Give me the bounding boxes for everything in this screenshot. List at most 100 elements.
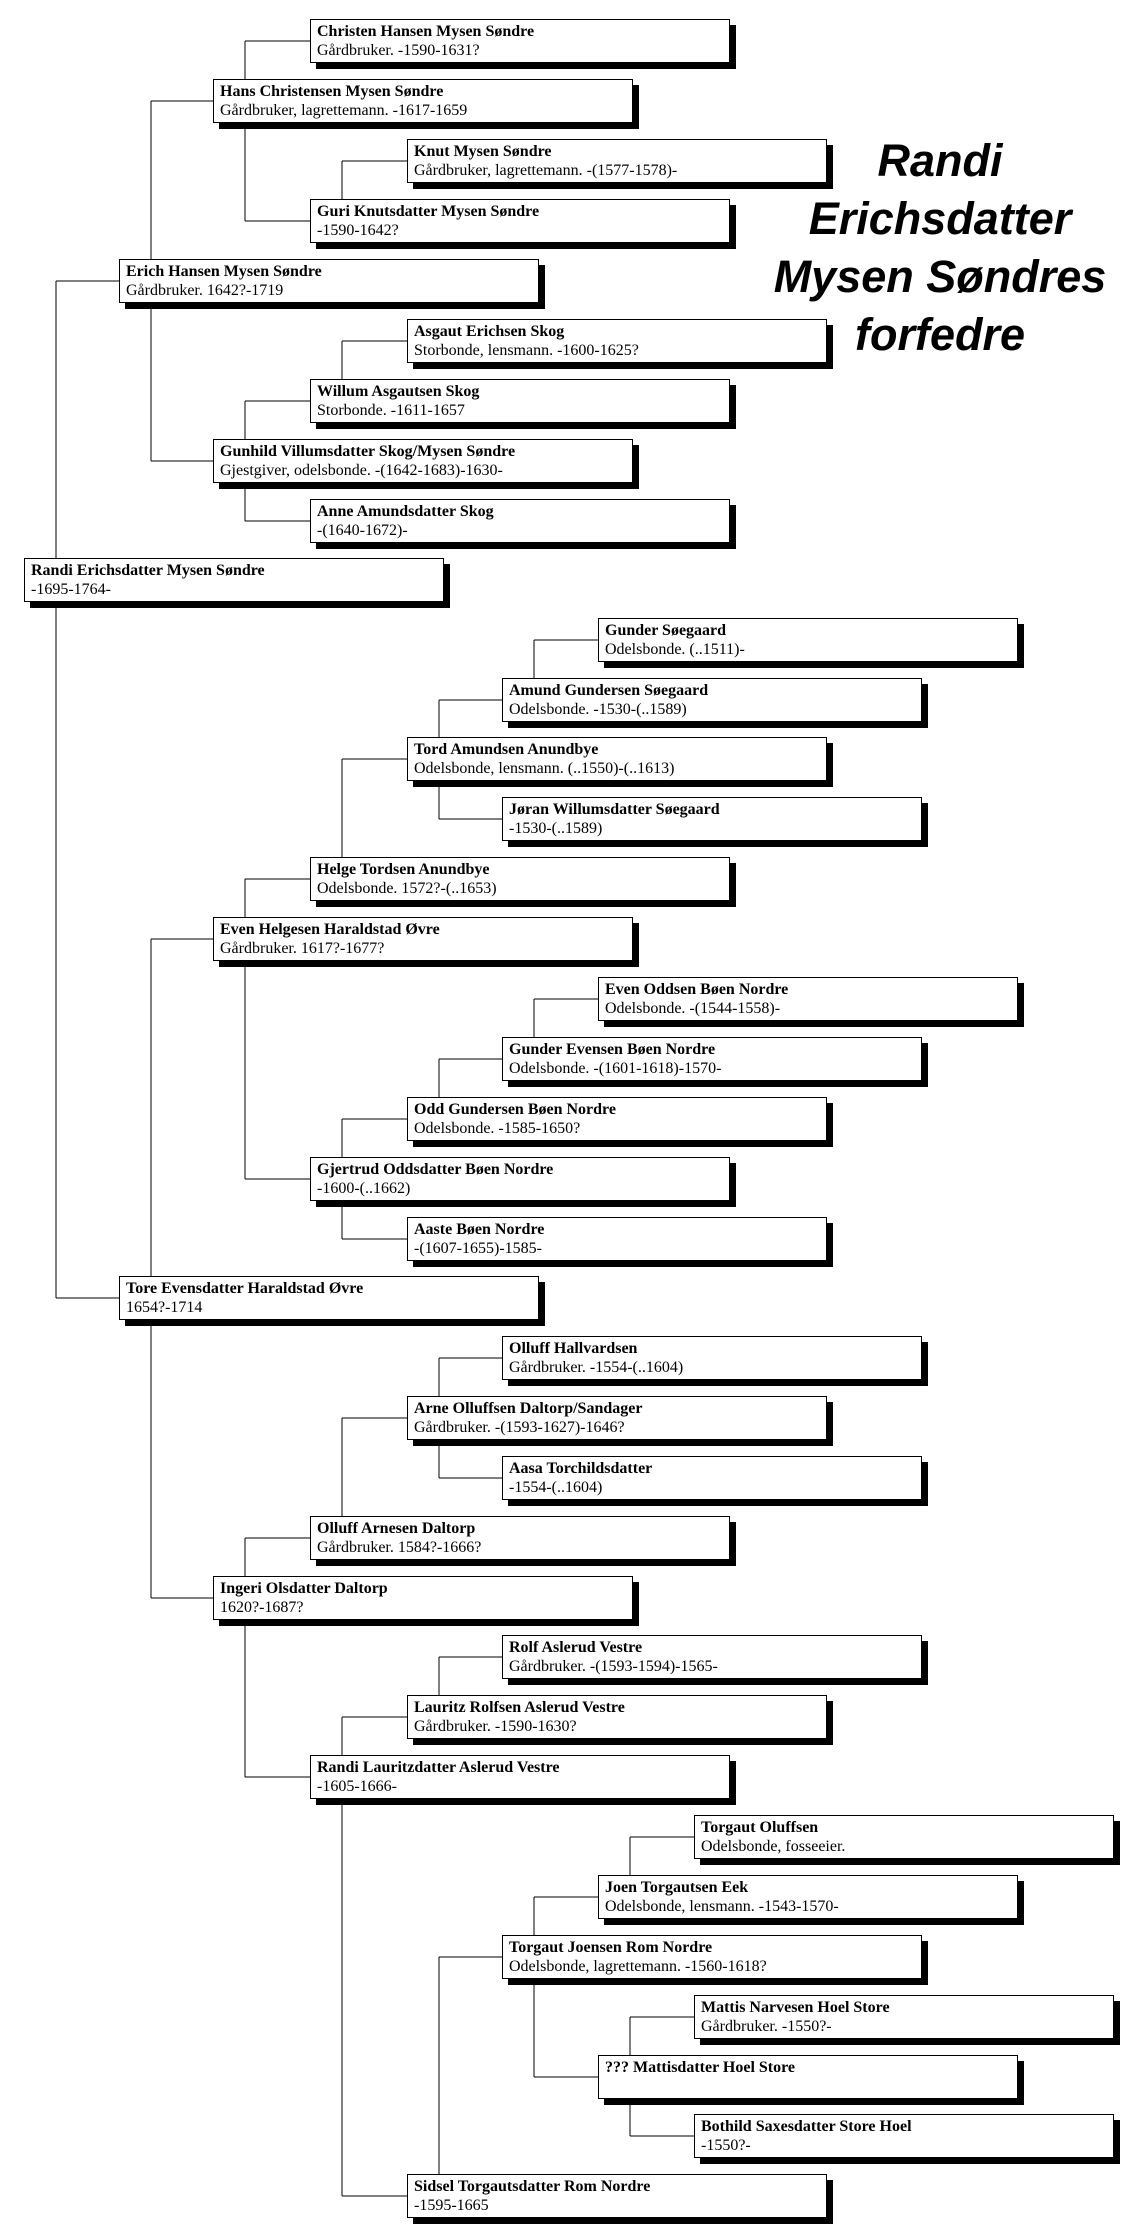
- person-info: Odelsbonde, lensmann. (..1550)-(..1613): [414, 760, 675, 777]
- person-info: Gårdbruker. 1642?-1719: [126, 282, 284, 299]
- person-name: Christen Hansen Mysen Søndre: [317, 23, 535, 40]
- person-box-aasa-torchildsdatter[interactable]: Aasa Torchildsdatter -1554-(..1604): [502, 1456, 922, 1500]
- person-box-ingeri-olsdatter[interactable]: Ingeri Olsdatter Daltorp 1620?-1687?: [213, 1576, 633, 1620]
- person-info: 1620?-1687?: [220, 1599, 304, 1616]
- person-info: Gårdbruker. 1584?-1666?: [317, 1539, 482, 1556]
- person-box-randi-lauritzdatter[interactable]: Randi Lauritzdatter Aslerud Vestre -1605-…: [310, 1755, 730, 1799]
- title-line-4: forfedre: [854, 309, 1026, 360]
- person-name: Olluff Hallvardsen: [509, 1340, 638, 1357]
- person-info: -1590-1642?: [317, 222, 399, 239]
- person-info: Odelsbonde. -(1601-1618)-1570-: [509, 1060, 722, 1077]
- person-info: Odelsbonde, lensmann. -1543-1570-: [605, 1898, 839, 1915]
- person-name: Rolf Aslerud Vestre: [509, 1639, 643, 1656]
- person-box-sidsel-torgautsdatter[interactable]: Sidsel Torgautsdatter Rom Nordre-1595-16…: [407, 2174, 827, 2218]
- person-name: Amund Gundersen Søegaard: [509, 682, 709, 699]
- person-name: Helge Tordsen Anundbye: [317, 861, 490, 878]
- person-info: Gårdbruker. -1590-1631?: [317, 42, 480, 59]
- person-name: Randi Erichsdatter Mysen Søndre: [31, 562, 265, 579]
- person-name: ??? Mattisdatter Hoel Store: [605, 2059, 796, 2076]
- person-info: -1595-1665: [414, 2197, 489, 2214]
- person-info: Odelsbonde. (..1511)-: [605, 641, 745, 658]
- person-info: Gårdbruker, lagrettemann. -(1577-1578)-: [414, 162, 678, 179]
- person-info: Gårdbruker. -1550?-: [701, 2018, 832, 2035]
- person-info: -1554-(..1604): [509, 1479, 603, 1496]
- person-name: Joen Torgautsen Eek: [605, 1879, 749, 1896]
- person-name: Gjertrud Oddsdatter Bøen Nordre: [317, 1161, 554, 1178]
- person-name: Gunhild Villumsdatter Skog/Mysen Søndre: [220, 443, 516, 460]
- person-info: Odelsbonde. 1572?-(..1653): [317, 880, 497, 897]
- person-name: Erich Hansen Mysen Søndre: [126, 263, 322, 280]
- person-info: Storbonde, lensmann. -1600-1625?: [414, 342, 639, 359]
- person-info: Gjestgiver, odelsbonde. -(1642-1683)-163…: [220, 462, 503, 479]
- person-name: Randi Lauritzdatter Aslerud Vestre: [317, 1759, 560, 1776]
- person-info: -1605-1666-: [317, 1778, 397, 1795]
- person-name: Bothild Saxesdatter Store Hoel: [701, 2118, 912, 2135]
- person-info: -(1607-1655)-1585-: [414, 1240, 542, 1257]
- person-name: Anne Amundsdatter Skog: [317, 503, 494, 520]
- person-info: Odelsbonde. -1585-1650?: [414, 1120, 581, 1137]
- person-info: Gårdbruker. -(1593-1627)-1646?: [414, 1419, 625, 1436]
- person-name: Torgaut Joensen Rom Nordre: [509, 1939, 713, 1956]
- person-box-tore-evensdatter[interactable]: Tore Evensdatter Haraldstad Øvre 1654?-17…: [119, 1276, 539, 1320]
- person-box-aaste-boen[interactable]: Aaste Bøen Nordre-(1607-1655)-1585-: [407, 1217, 827, 1261]
- person-name: Lauritz Rolfsen Aslerud Vestre: [414, 1699, 625, 1716]
- person-info: -1600-(..1662): [317, 1180, 411, 1197]
- person-info: Odelsbonde. -(1544-1558)-: [605, 1000, 781, 1017]
- person-name: Gunder Søegaard: [605, 622, 727, 639]
- person-box-bothild-saxesdatter[interactable]: Bothild Saxesdatter Store Hoel -1550?-: [694, 2114, 1114, 2158]
- person-box-joran-willumsdatter[interactable]: Jøran Willumsdatter Søegaard -1530-(..158…: [502, 797, 922, 841]
- chart-title: Randi Erichsdatter Mysen Søndres forfedr…: [740, 132, 1140, 364]
- person-info: -1550?-: [701, 2137, 751, 2154]
- person-box-anne-amundsdatter[interactable]: Anne Amundsdatter Skog -(1640-1672)-: [310, 499, 730, 543]
- person-name: Olluff Arnesen Daltorp: [317, 1520, 476, 1537]
- person-info: Gårdbruker. -(1593-1594)-1565-: [509, 1658, 718, 1675]
- person-name: Asgaut Erichsen Skog: [414, 323, 565, 340]
- person-info: -1530-(..1589): [509, 820, 603, 837]
- person-name: Ingeri Olsdatter Daltorp: [220, 1580, 388, 1597]
- person-box-gjertrud-oddsdatter[interactable]: Gjertrud Oddsdatter Bøen Nordre -1600-(..…: [310, 1157, 730, 1201]
- person-box-randi-erichsdatter-root[interactable]: Randi Erichsdatter Mysen Søndre-1695-176…: [24, 558, 444, 602]
- person-name: Jøran Willumsdatter Søegaard: [509, 801, 720, 818]
- person-box-unknown-mattisdatter[interactable]: ??? Mattisdatter Hoel Store: [598, 2055, 1018, 2099]
- person-info: 1654?-1714: [126, 1299, 203, 1316]
- person-name: Tore Evensdatter Haraldstad Øvre: [126, 1280, 364, 1297]
- person-name: Guri Knutsdatter Mysen Søndre: [317, 203, 540, 220]
- person-name: Even Helgesen Haraldstad Øvre: [220, 921, 440, 938]
- person-info: Odelsbonde, lagrettemann. -1560-1618?: [509, 1958, 767, 1975]
- person-name: Willum Asgautsen Skog: [317, 383, 480, 400]
- person-name: Tord Amundsen Anundbye: [414, 741, 599, 758]
- person-box-guri-knutsdatter[interactable]: Guri Knutsdatter Mysen Søndre -1590-1642?: [310, 199, 730, 243]
- person-info: Odelsbonde. -1530-(..1589): [509, 701, 687, 718]
- person-name: Arne Olluffsen Daltorp/Sandager: [414, 1400, 643, 1417]
- person-info: Gårdbruker, lagrettemann. -1617-1659: [220, 102, 468, 119]
- person-info: -(1640-1672)-: [317, 522, 408, 539]
- title-line-1: Randi: [877, 135, 1003, 186]
- person-name: Aasa Torchildsdatter: [509, 1460, 653, 1477]
- person-info: Odelsbonde, fosseeier.: [701, 1838, 846, 1855]
- person-name: Hans Christensen Mysen Søndre: [220, 83, 444, 100]
